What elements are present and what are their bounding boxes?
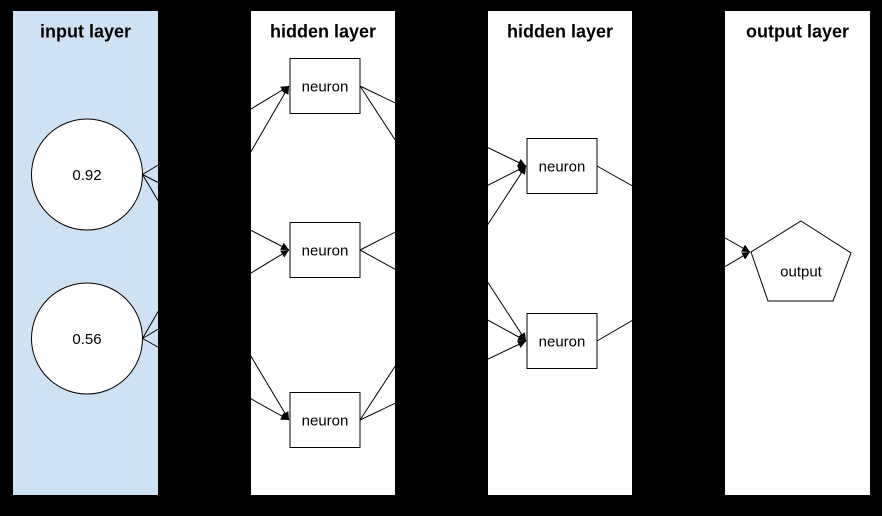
output-layer-title: output layer <box>746 22 849 42</box>
hidden1-neuron-box-1 <box>289 58 361 114</box>
hidden2-neuron-box-2 <box>526 313 598 369</box>
input-node-label-2: 0.56 <box>72 331 101 348</box>
hidden2-neuron-box-1 <box>526 138 598 194</box>
hidden1-neuron-box-2 <box>289 222 361 278</box>
layer-titles: input layer hidden layer hidden layer ou… <box>40 22 849 42</box>
hidden1-neuron-box-3 <box>289 392 361 448</box>
nodes <box>31 58 852 448</box>
hidden2-neuron-label-1: neuron <box>539 158 586 175</box>
gap-masks <box>158 0 725 516</box>
hidden-layer-2-title: hidden layer <box>507 22 613 42</box>
gap-mask <box>158 0 251 516</box>
hidden1-neuron-label-1: neuron <box>302 78 349 95</box>
output-node-label: output <box>780 263 823 280</box>
gap-mask <box>395 0 488 516</box>
hidden1-neuron-label-3: neuron <box>302 412 349 429</box>
node-labels: 0.92 0.56 neuron neuron neuron neuron ne… <box>72 78 822 429</box>
panel-hidden-layer-2 <box>488 11 632 495</box>
panel-input-layer <box>13 11 158 495</box>
input-layer-title: input layer <box>40 22 131 42</box>
output-node-pentagon <box>750 220 852 302</box>
input-node-label-1: 0.92 <box>72 167 101 184</box>
gap-mask <box>632 0 725 516</box>
hidden2-neuron-label-2: neuron <box>539 333 586 350</box>
hidden1-neuron-label-2: neuron <box>302 242 349 259</box>
hidden-layer-1-title: hidden layer <box>270 22 376 42</box>
input-node-circle-1 <box>31 118 143 231</box>
input-node-circle-2 <box>31 282 143 395</box>
